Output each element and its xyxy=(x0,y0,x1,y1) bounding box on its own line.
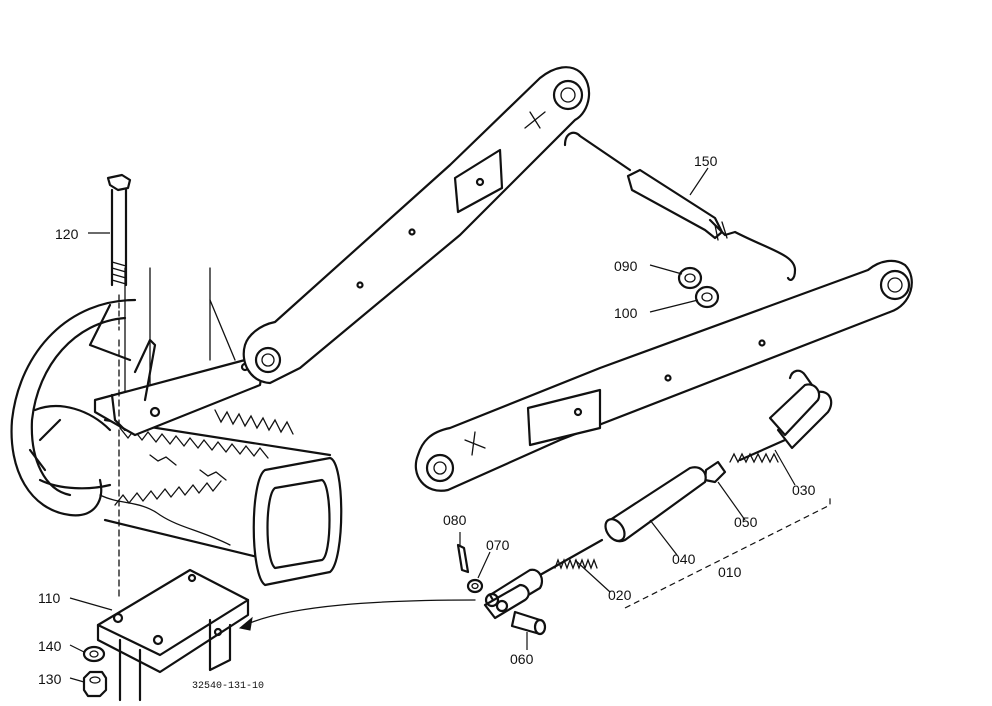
bolt-120 xyxy=(106,173,132,331)
label-040: 040 xyxy=(672,551,696,567)
nuts-130-140 xyxy=(82,645,108,698)
label-010: 010 xyxy=(718,564,742,580)
part-labels: 010 020 030 040 050 060 070 080 090 100 … xyxy=(38,153,816,692)
axle-housing xyxy=(10,267,343,587)
label-060: 060 xyxy=(510,651,534,667)
drawing-code: 32540-131-10 xyxy=(192,681,264,692)
label-030: 030 xyxy=(792,482,816,498)
label-140: 140 xyxy=(38,638,62,654)
label-130: 130 xyxy=(38,671,62,687)
bracket-plate-110 xyxy=(96,339,250,702)
label-050: 050 xyxy=(734,514,758,530)
lower-link-arm-right xyxy=(414,259,913,492)
label-100: 100 xyxy=(614,305,638,321)
lower-link-arm-left xyxy=(242,66,591,385)
label-120: 120 xyxy=(55,226,79,242)
leader-lines xyxy=(69,167,831,683)
check-chain-150 xyxy=(563,131,797,281)
washers-090-100 xyxy=(677,266,720,309)
label-070: 070 xyxy=(486,537,510,553)
label-110: 110 xyxy=(38,590,61,606)
label-080: 080 xyxy=(443,512,467,528)
label-150: 150 xyxy=(694,153,718,169)
label-090: 090 xyxy=(614,258,638,274)
label-020: 020 xyxy=(608,587,632,603)
turnbuckle-assembly xyxy=(238,369,833,636)
